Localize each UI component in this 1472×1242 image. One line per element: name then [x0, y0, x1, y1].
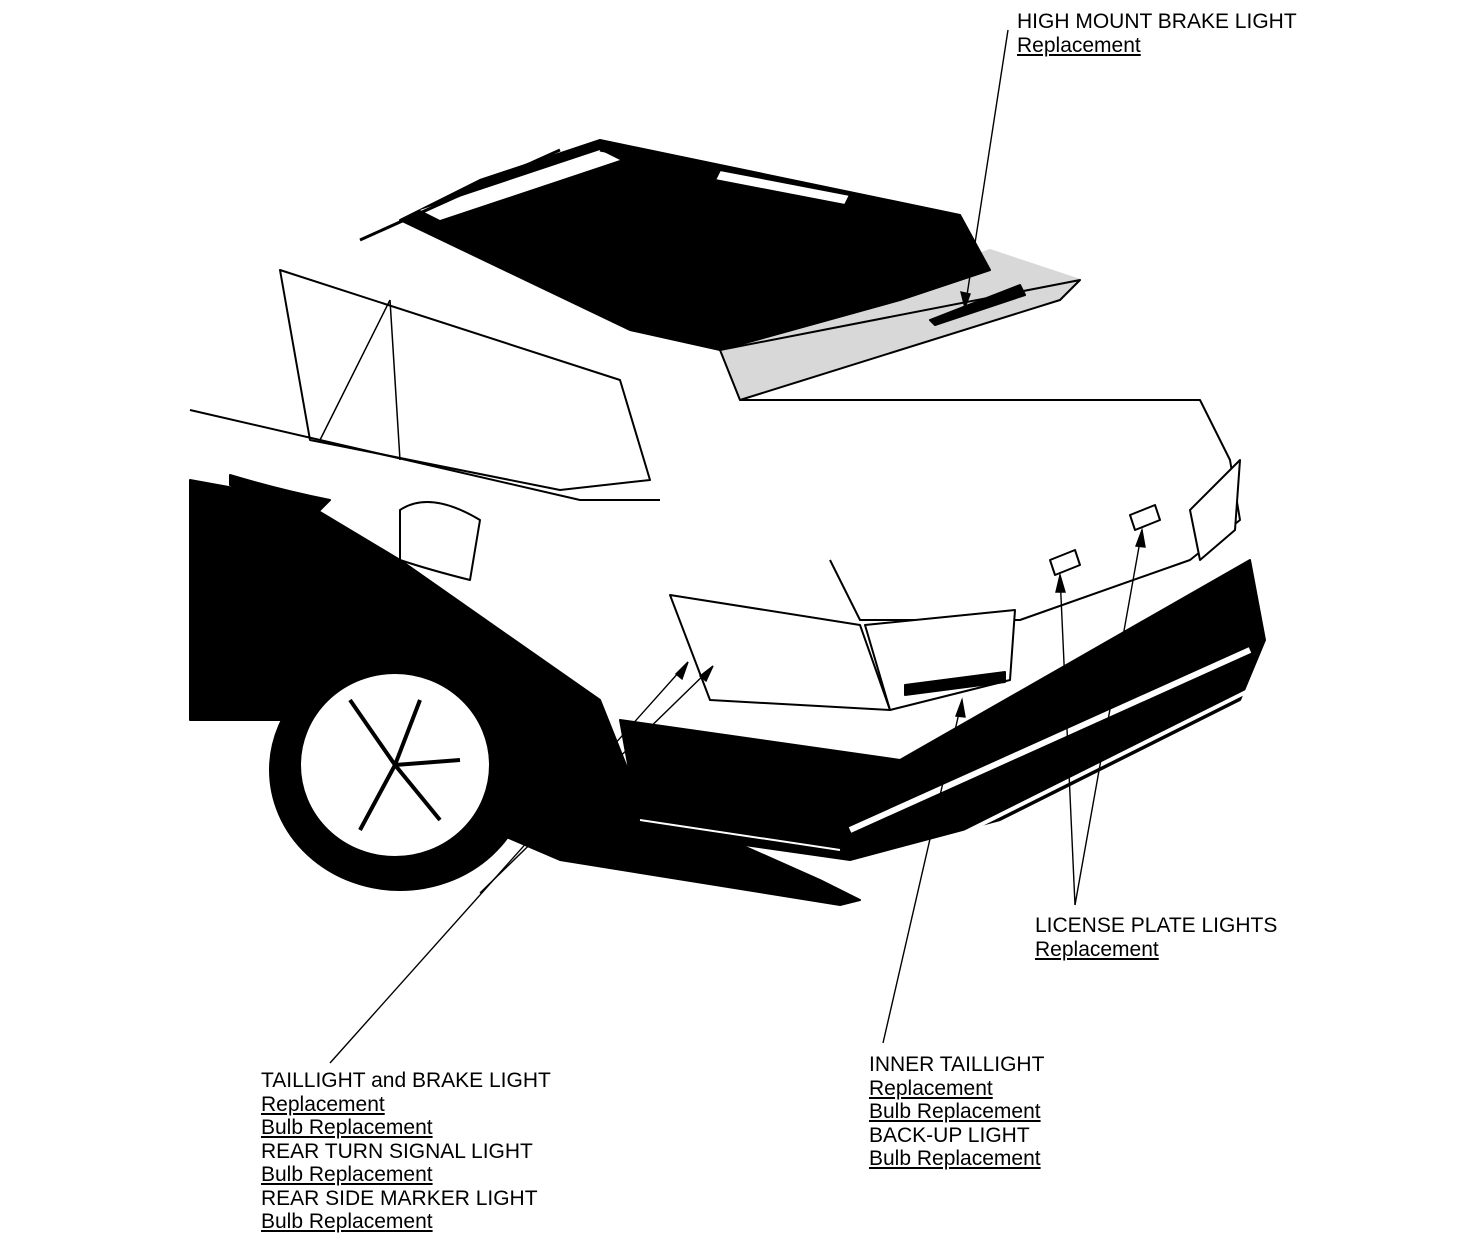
roof-stripe	[714, 169, 851, 206]
leader-license-right	[1074, 529, 1143, 906]
body-beltline	[189, 409, 660, 501]
inner-taillight-lens	[864, 609, 1016, 711]
replacement-link[interactable]: Replacement	[1035, 937, 1159, 961]
callout-high-mount-brake-light: HIGH MOUNT BRAKE LIGHT Replacement	[1017, 10, 1297, 57]
callout-taillight-brake-light: TAILLIGHT and BRAKE LIGHT Replacement Bu…	[261, 1069, 551, 1234]
leader-taillight-1	[329, 661, 689, 1064]
rear-glass	[719, 249, 1081, 401]
replacement-link[interactable]: Replacement	[261, 1092, 385, 1116]
license-lamp-left	[1049, 549, 1081, 576]
callout-heading: HIGH MOUNT BRAKE LIGHT	[1017, 10, 1297, 33]
bulb-replacement-link[interactable]: Bulb Replacement	[261, 1210, 433, 1233]
replacement-link[interactable]: Replacement	[869, 1076, 993, 1100]
callout-heading: TAILLIGHT and BRAKE LIGHT	[261, 1069, 551, 1092]
rear-spoiler	[719, 279, 1081, 401]
rim-spokes	[348, 698, 461, 831]
bulb-replacement-link[interactable]: Bulb Replacement	[261, 1116, 433, 1139]
rear-bumper	[619, 559, 1266, 861]
bumper-line-2	[869, 688, 1251, 882]
bulb-replacement-link[interactable]: Bulb Replacement	[869, 1147, 1041, 1170]
bulb-replacement-link[interactable]: Bulb Replacement	[261, 1163, 433, 1186]
callout-license-plate-lights: LICENSE PLATE LIGHTS Replacement	[1035, 914, 1277, 961]
callout-heading-side-marker: REAR SIDE MARKER LIGHT	[261, 1186, 538, 1210]
callout-heading-backup: BACK-UP LIGHT	[869, 1123, 1030, 1147]
side-window	[279, 269, 651, 491]
window-pillar	[319, 299, 401, 461]
fuel-door	[399, 501, 481, 581]
callout-inner-taillight: INNER TAILLIGHT Replacement Bulb Replace…	[869, 1053, 1044, 1171]
bulb-replacement-link[interactable]: Bulb Replacement	[869, 1100, 1041, 1123]
license-lamp-right	[1129, 504, 1161, 531]
leader-license-left	[1059, 574, 1076, 906]
callout-heading: INNER TAILLIGHT	[869, 1053, 1045, 1076]
callout-heading: LICENSE PLATE LIGHTS	[1035, 914, 1278, 937]
rear-hatch	[740, 399, 1241, 621]
leader-high-mount	[964, 29, 1009, 309]
leader-inner-taillight	[882, 699, 963, 1044]
bumper-line-3	[639, 819, 841, 851]
right-taillight	[1189, 459, 1241, 561]
callout-heading-turn-signal: REAR TURN SIGNAL LIGHT	[261, 1139, 533, 1163]
leader-taillight-2	[479, 665, 714, 894]
high-mount-lamp	[929, 284, 1026, 326]
roof-highlight	[420, 150, 620, 220]
bumper-line-1	[848, 647, 1252, 833]
inner-taillight-stripe	[904, 671, 1006, 696]
replacement-link[interactable]: Replacement	[1017, 33, 1141, 57]
